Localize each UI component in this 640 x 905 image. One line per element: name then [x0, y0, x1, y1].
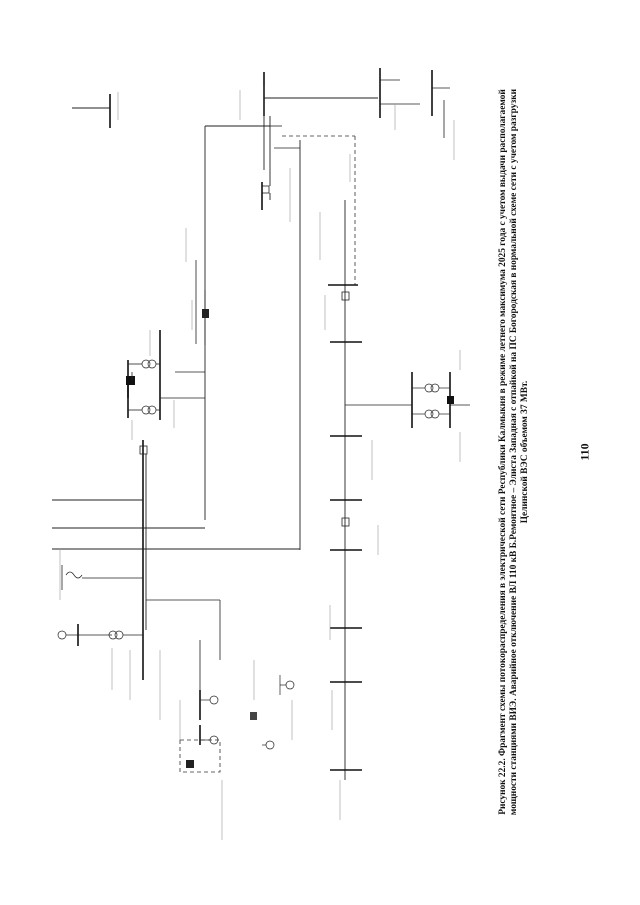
left-generator-branch [57, 565, 143, 646]
faint-labels [59, 90, 461, 840]
bottom-left-substation [179, 675, 295, 773]
central-substation [126, 260, 209, 420]
caption-label: Рисунок 22.2. [498, 758, 509, 815]
figure-caption: Рисунок 22.2. Фрагмент схемы потокораспр… [498, 72, 532, 832]
right-line-chain [328, 200, 470, 780]
main-trunk [52, 440, 300, 720]
top-right-substations [204, 68, 450, 550]
top-left-feeder [72, 94, 111, 128]
caption-text: Фрагмент схемы потокораспределения в эле… [498, 88, 531, 816]
page-number: 110 [577, 443, 592, 461]
